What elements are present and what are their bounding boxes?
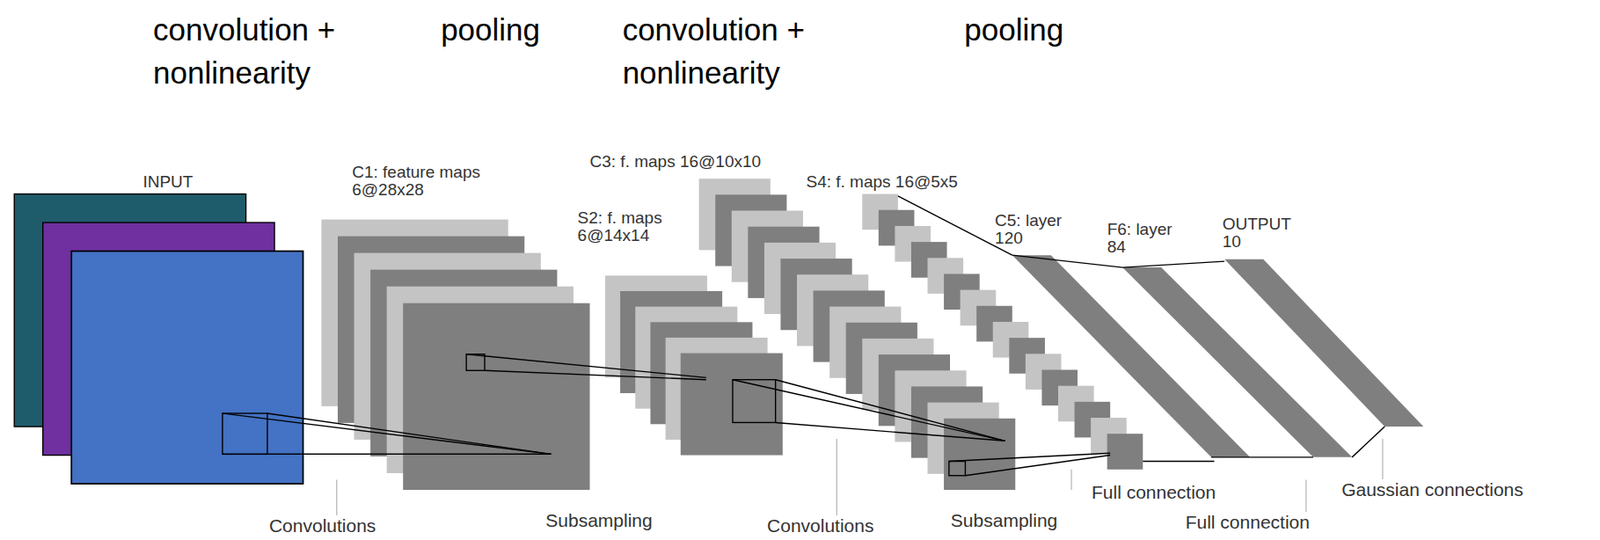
operation-label: Convolutions [267, 515, 378, 537]
stage-label: pooling [964, 7, 1064, 52]
layer-heading: S4: f. maps 16@5x5 [805, 173, 958, 191]
stage-label: convolution + nonlinearity [153, 7, 398, 95]
layer-heading: S2: f. maps 6@14x14 [577, 209, 693, 245]
feature-map [680, 353, 783, 456]
operation-label: Convolutions [765, 515, 876, 537]
feature-map [402, 303, 590, 490]
operation-label: Full connection [1089, 482, 1218, 504]
f6-band [1122, 267, 1352, 458]
feature-map [1107, 433, 1144, 470]
layer-stack: C1: feature maps 6@28x28 [321, 160, 590, 505]
stage-label: convolution + nonlinearity [622, 7, 868, 95]
layer-stack: OUTPUT 10 [1222, 215, 1425, 427]
layer-stack: C3: f. maps 16@10x10 [590, 151, 1016, 490]
tick-lines [336, 438, 1383, 516]
operation-label: Full connection [1183, 511, 1312, 534]
operation-label: Subsampling [543, 510, 654, 532]
operation-label: Subsampling [949, 510, 1060, 532]
layer-stack: S4: f. maps 16@5x5 [805, 171, 1143, 470]
layer-heading: C5: layer 120 [994, 211, 1076, 248]
layer-heading: C1: feature maps 6@28x28 [351, 163, 515, 199]
projection-lines [222, 196, 1385, 476]
layer-heading: F6: layer 84 [1107, 220, 1189, 256]
operation-label: Gaussian connections [1339, 479, 1526, 501]
layer-stack: F6: layer 84 [1107, 220, 1352, 458]
layer-heading: INPUT [142, 173, 193, 191]
output-band [1224, 259, 1424, 427]
layer-stack: S2: f. maps 6@14x14 [577, 206, 783, 455]
layer-heading: C3: f. maps 16@10x10 [590, 153, 762, 171]
input-channel [71, 251, 303, 484]
stage-label: pooling [440, 7, 541, 52]
layer-stack: INPUT [14, 168, 303, 483]
layer-heading: OUTPUT 10 [1222, 215, 1307, 251]
